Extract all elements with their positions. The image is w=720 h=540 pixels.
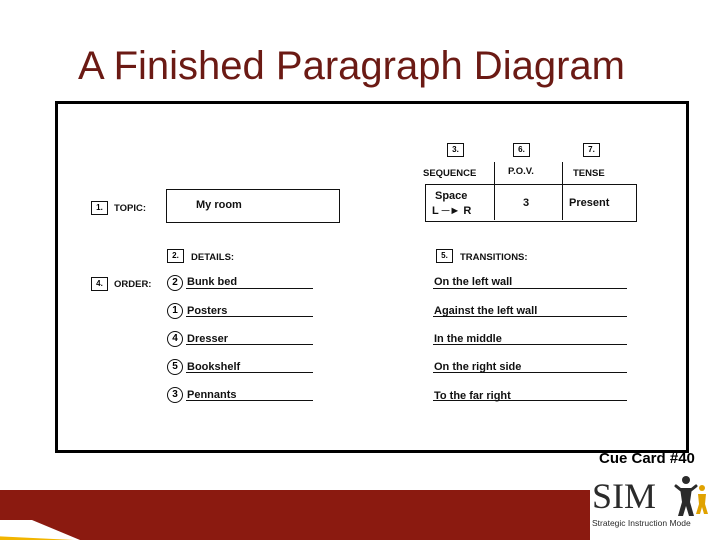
detail-item: Bunk bed — [187, 276, 238, 288]
tense-label: TENSE — [573, 168, 605, 179]
detail-underline — [186, 372, 313, 373]
sequence-value-1: Space — [435, 190, 468, 202]
detail-underline — [186, 288, 313, 289]
order-circle: 3 — [167, 387, 183, 403]
transition-item: In the middle — [434, 333, 502, 345]
column-divider — [494, 162, 495, 220]
tense-value: Present — [569, 197, 610, 209]
yellow-stripe — [0, 536, 74, 540]
order-circle: 2 — [167, 275, 183, 291]
sequence-value-2: L ─► R — [432, 205, 472, 217]
order-circle: 4 — [167, 331, 183, 347]
transition-underline — [433, 400, 627, 401]
topic-box — [166, 189, 340, 223]
sequence-number: 3. — [447, 143, 464, 157]
transitions-label: TRANSITIONS: — [460, 252, 528, 263]
column-divider — [562, 162, 563, 220]
topic-number: 1. — [91, 201, 108, 215]
sim-logo-subtitle: Strategic Instruction Mode — [592, 518, 691, 528]
order-circle: 5 — [167, 359, 183, 375]
detail-item: Bookshelf — [187, 361, 241, 373]
transition-item: On the right side — [434, 361, 522, 373]
detail-underline — [186, 316, 313, 317]
detail-underline — [186, 344, 313, 345]
transition-underline — [433, 288, 627, 289]
tense-number: 7. — [583, 143, 600, 157]
order-circle: 1 — [167, 303, 183, 319]
topic-label: TOPIC: — [114, 203, 147, 214]
sequence-label: SEQUENCE — [423, 168, 477, 179]
figures-icon — [674, 476, 708, 516]
details-number: 2. — [167, 249, 184, 263]
detail-underline — [186, 400, 313, 401]
pov-number: 6. — [513, 143, 530, 157]
sim-logo: SIM Strategic Instruction Mode — [592, 476, 720, 540]
bottom-bar — [0, 490, 590, 540]
transition-underline — [433, 316, 627, 317]
details-label: DETAILS: — [191, 252, 235, 263]
transition-item: To the far right — [434, 390, 511, 402]
cue-card-label: Cue Card #40 — [599, 450, 695, 467]
detail-item: Posters — [187, 305, 228, 317]
topic-value: My room — [196, 199, 242, 211]
pov-label: P.O.V. — [508, 166, 534, 177]
slide-title: A Finished Paragraph Diagram — [78, 44, 625, 88]
transition-item: On the left wall — [434, 276, 513, 288]
transition-underline — [433, 344, 627, 345]
order-number: 4. — [91, 277, 108, 291]
sim-logo-text: SIM — [592, 476, 657, 516]
pov-value: 3 — [523, 197, 530, 209]
detail-item: Pennants — [187, 389, 237, 401]
order-label: ORDER: — [114, 279, 152, 290]
transitions-number: 5. — [436, 249, 453, 263]
detail-item: Dresser — [187, 333, 228, 345]
transition-underline — [433, 372, 627, 373]
transition-item: Against the left wall — [434, 305, 538, 317]
sequence-pov-tense-box — [425, 184, 637, 222]
paragraph-diagram: 1. TOPIC: My room 3. 6. 7. SEQUENCE P.O.… — [55, 101, 689, 453]
